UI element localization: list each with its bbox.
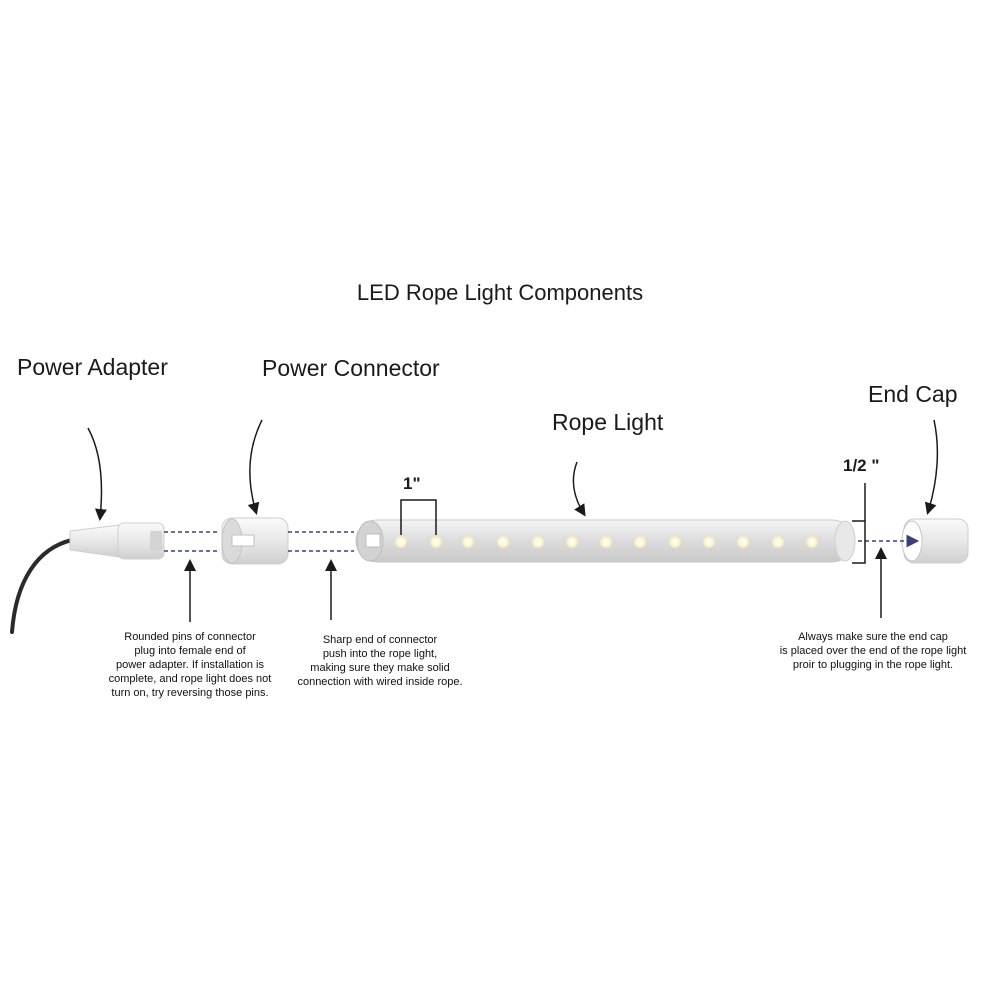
label-diameter: 1/2 " bbox=[843, 456, 880, 475]
label-power-adapter: Power Adapter bbox=[17, 354, 168, 380]
note-end-cap: Always make sure the end cap is placed o… bbox=[779, 631, 967, 671]
diameter-bracket bbox=[852, 483, 866, 564]
power-adapter-plug bbox=[69, 522, 165, 560]
label-arrows bbox=[87, 419, 939, 521]
led bbox=[497, 536, 509, 548]
dashed-connection-lines bbox=[164, 531, 920, 552]
led-row bbox=[395, 536, 818, 548]
label-end-cap: End Cap bbox=[868, 381, 958, 407]
led bbox=[462, 536, 474, 548]
label-power-connector: Power Connector bbox=[262, 355, 440, 381]
led bbox=[669, 536, 681, 548]
led bbox=[395, 536, 407, 548]
power-cord bbox=[10, 538, 74, 634]
diagram-title: LED Rope Light Components bbox=[356, 280, 644, 305]
led bbox=[430, 536, 442, 548]
note-adapter-pins: Rounded pins of connector plug into fema… bbox=[108, 631, 272, 699]
led bbox=[703, 536, 715, 548]
spacing-bracket bbox=[400, 499, 437, 535]
led bbox=[600, 536, 612, 548]
led bbox=[772, 536, 784, 548]
power-connector-part bbox=[221, 517, 289, 565]
led bbox=[634, 536, 646, 548]
led bbox=[566, 536, 578, 548]
led bbox=[532, 536, 544, 548]
note-arrows bbox=[184, 547, 887, 622]
label-led-spacing: 1" bbox=[403, 474, 421, 493]
label-rope-light: Rope Light bbox=[552, 409, 664, 435]
led bbox=[737, 536, 749, 548]
note-connector-end: Sharp end of connector push into the rop… bbox=[297, 634, 463, 688]
led bbox=[806, 536, 818, 548]
end-cap-part bbox=[901, 518, 969, 564]
